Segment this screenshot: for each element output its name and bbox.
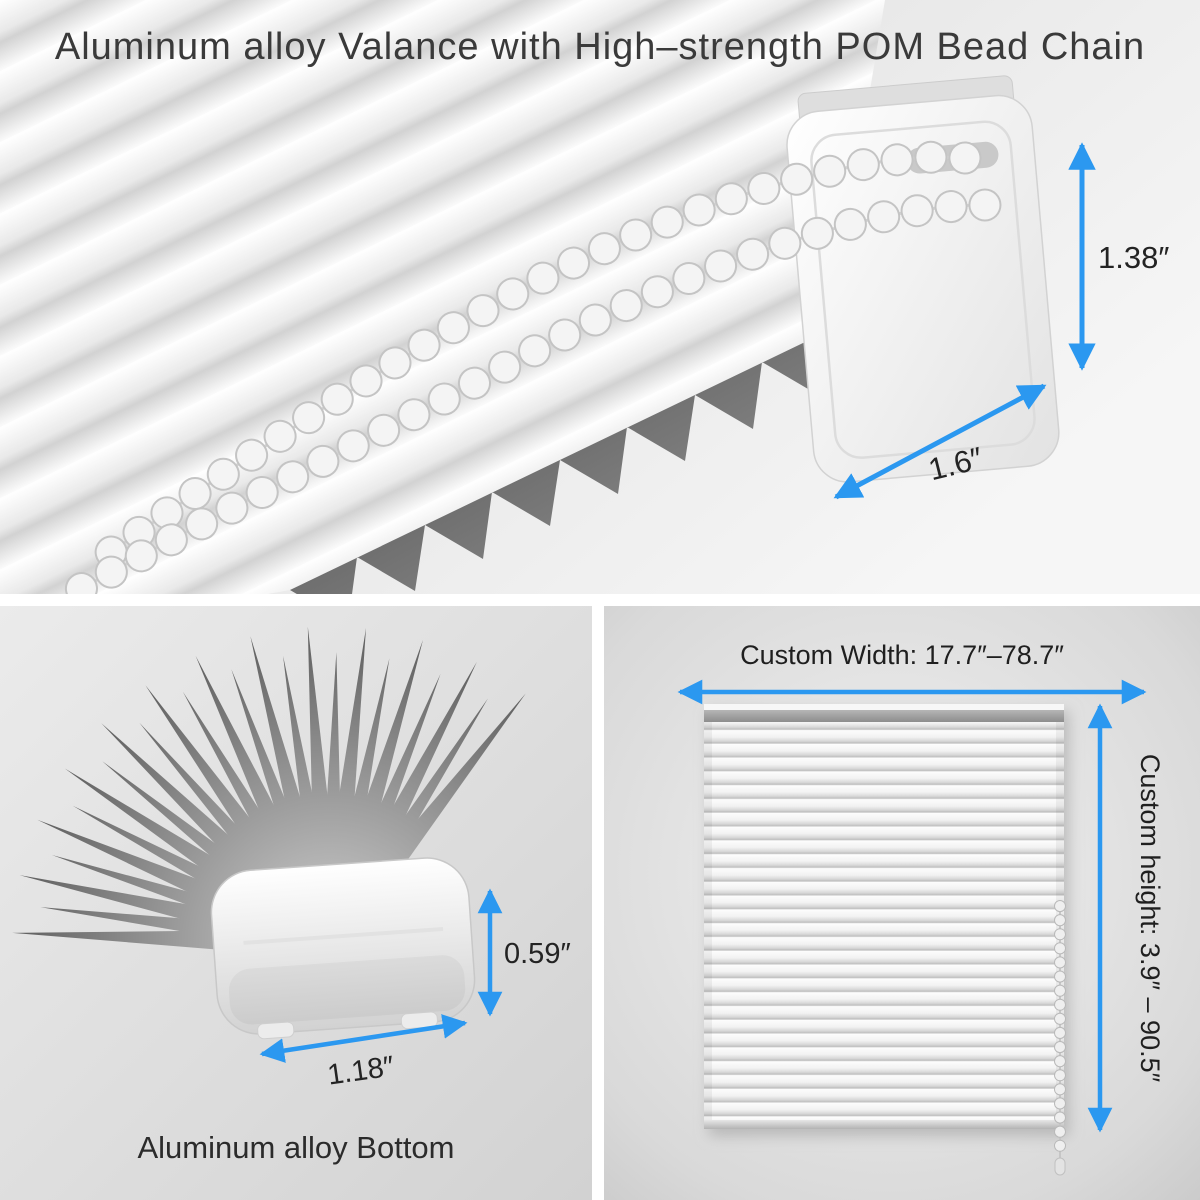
headrail-top-lip: [704, 704, 1064, 710]
bottom-rail-panel: 0.59″ 1.18″ Aluminum alloy Bottom: [0, 606, 592, 1200]
valance-endcap: [786, 75, 1060, 483]
panel-title: Aluminum alloy Valance with High–strengt…: [54, 26, 1146, 68]
bead-chain: [53, 140, 1002, 594]
valance-height-label: 1.38″: [1098, 240, 1169, 275]
custom-height-label: Custom height: 3.9″ – 90.5″: [1135, 754, 1165, 1083]
size-range-panel: Custom Width: 17.7″–78.7″ Custom height:…: [604, 606, 1200, 1200]
valance-photo-graphic: 1.38″ 1.6″: [0, 0, 1200, 594]
custom-width-label: Custom Width: 17.7″–78.7″: [740, 640, 1064, 670]
bottom-rail-graphic: [210, 857, 476, 1040]
bottom-rail-photo-graphic: 0.59″ 1.18″ Aluminum alloy Bottom: [0, 606, 592, 1200]
shade-size-diagram: Custom Width: 17.7″–78.7″ Custom height:…: [604, 606, 1200, 1200]
headrail: [704, 710, 1064, 722]
valance-panel: Aluminum alloy Valance with High–strengt…: [0, 0, 1200, 594]
pleat-teeth: [290, 330, 830, 594]
rail-height-label: 0.59″: [504, 938, 571, 970]
valance-width-dimension-arrow: [833, 383, 1047, 500]
rail-width-dimension-arrow: [259, 1014, 468, 1063]
shade-bead-chain: [1054, 900, 1066, 1176]
shade-graphic: [704, 704, 1064, 1129]
shade-bottom-bar: [704, 1120, 1064, 1129]
pleated-shade-graphic: [0, 0, 885, 594]
shade-body: [704, 722, 1064, 1120]
panel-caption: Aluminum alloy Bottom: [137, 1130, 454, 1165]
